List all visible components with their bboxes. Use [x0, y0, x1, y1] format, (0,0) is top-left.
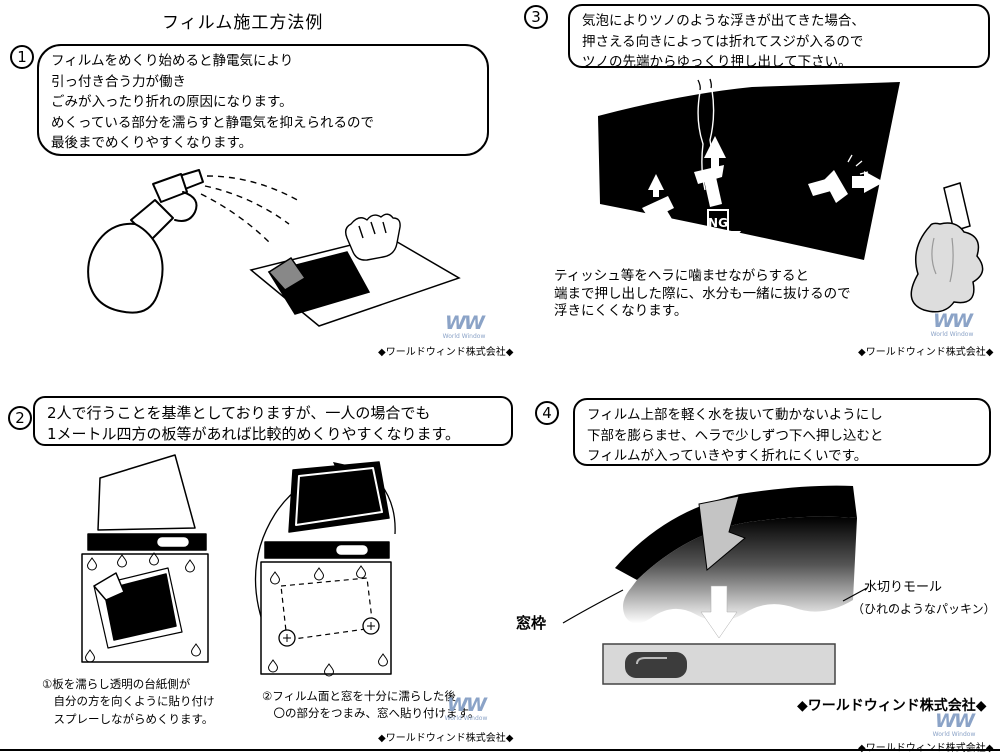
page-title: フィルム施工方法例 [162, 13, 324, 33]
ww-logo: WW World Window [430, 696, 502, 722]
film-sheet [249, 235, 461, 327]
ng-arrow: NG [694, 209, 742, 260]
up-arrow [704, 136, 726, 168]
ww-logo: WW World Window [428, 314, 500, 340]
spray-dots [847, 154, 869, 175]
window-inner-line [295, 467, 383, 526]
spray-bottle-icon [87, 169, 204, 314]
push-down-arrow [700, 585, 738, 639]
molding-sublabel: （ひれのようなパッキン） [852, 602, 996, 616]
company-name-bold: ◆ワールドウィンド株式会社◆ [797, 698, 987, 714]
step2-caption-left: ①板を濡らし透明の台紙側が 自分の方を向くように貼り付け スプレーしながらめくり… [42, 677, 215, 726]
wrinkle-ticks [697, 78, 712, 91]
step3-instruction-bubble: 気泡によりツノのような浮きが出てきた場合、 押さえる向きによっては折れてスジが入… [568, 4, 990, 70]
film-fold-piece [698, 495, 746, 571]
ww-logo-subtitle: World Window [442, 333, 486, 340]
step4-door-illustration [562, 485, 868, 685]
company-watermark: ◆ワールドウィンド株式会社◆ [378, 347, 514, 358]
sill-handle [336, 545, 368, 555]
pinch-point-markers [278, 617, 380, 647]
door-handle [625, 652, 687, 678]
window-outline [97, 454, 196, 531]
window-frame-pointer-line [562, 589, 624, 624]
step1-spray-illustration [87, 169, 461, 327]
spray-mist-lines [200, 175, 302, 245]
step1-instruction-bubble: フィルムをめくり始めると静電気により 引っ付き合う力が働き ごみが入ったり折れの… [37, 44, 489, 156]
window-frame-label: 窓枠 [516, 614, 547, 632]
ww-logo: WW World Window [916, 312, 988, 338]
ww-logo-mark: WW [447, 694, 487, 716]
film-gradient-shape [623, 516, 857, 624]
squeegee-icon-top [694, 165, 724, 207]
company-watermark: ◆ワールドウィンド株式会社◆ [858, 739, 993, 754]
squeegee-icon-right [808, 170, 848, 203]
step4-number: 4 [535, 401, 559, 425]
step2-number: 2 [8, 406, 32, 430]
right-arrow [852, 171, 884, 193]
ww-logo-mark: WW [935, 710, 975, 732]
step4-instruction-bubble: フィルム上部を軽く水を抜いて動かないようにし 下部を膨らませ、ヘラで少しずつ下へ… [573, 398, 991, 466]
up-arrow-small [648, 174, 664, 197]
molding-pointer-line [842, 587, 868, 602]
step1-number: 1 [10, 45, 34, 69]
ww-logo-mark: WW [445, 312, 485, 334]
sill-handle [157, 537, 189, 547]
step2-instruction-bubble: 2人で行うことを基準としておりますが、一人の場合でも 1メートル四方の板等があれ… [33, 396, 513, 446]
ww-logo-subtitle: World Window [930, 331, 974, 338]
step3-number: 3 [524, 5, 548, 29]
step2-right-illustration [254, 461, 396, 677]
ww-logo: WW World Window [918, 712, 990, 738]
door-handle-highlight [636, 657, 667, 665]
page-bottom-rule [0, 749, 1000, 751]
step2-caption-right: ②フィルム面と窓を十分に濡らした後 〇の部分をつまみ、窓へ貼り付けます。 [262, 689, 480, 721]
ww-logo-subtitle: World Window [932, 731, 976, 738]
film-fold-corner [93, 572, 125, 601]
ww-logo-subtitle: World Window [444, 715, 488, 722]
company-watermark: ◆ワールドウィンド株式会社◆ [378, 733, 514, 744]
hand-icon [344, 213, 401, 261]
step3-note: ティッシュ等をヘラに噛ませながらすると 端まで押し出した際に、水分も一緒に抜ける… [554, 268, 851, 320]
step2-left-illustration [81, 454, 209, 663]
ww-logo-mark: WW [933, 310, 973, 332]
window-frame-shape [615, 485, 857, 580]
window-sill-band [264, 541, 390, 559]
molding-label: 水切りモール [864, 580, 943, 595]
company-watermark: ◆ワールドウィンド株式会社◆ [858, 347, 994, 358]
squeegee-icon-left [642, 196, 678, 234]
step3-bubble-illustration: NG [598, 78, 984, 313]
tissue-squeegee-icon [910, 182, 984, 313]
ng-label: NG [708, 216, 728, 230]
tinted-window-shape [598, 82, 900, 260]
